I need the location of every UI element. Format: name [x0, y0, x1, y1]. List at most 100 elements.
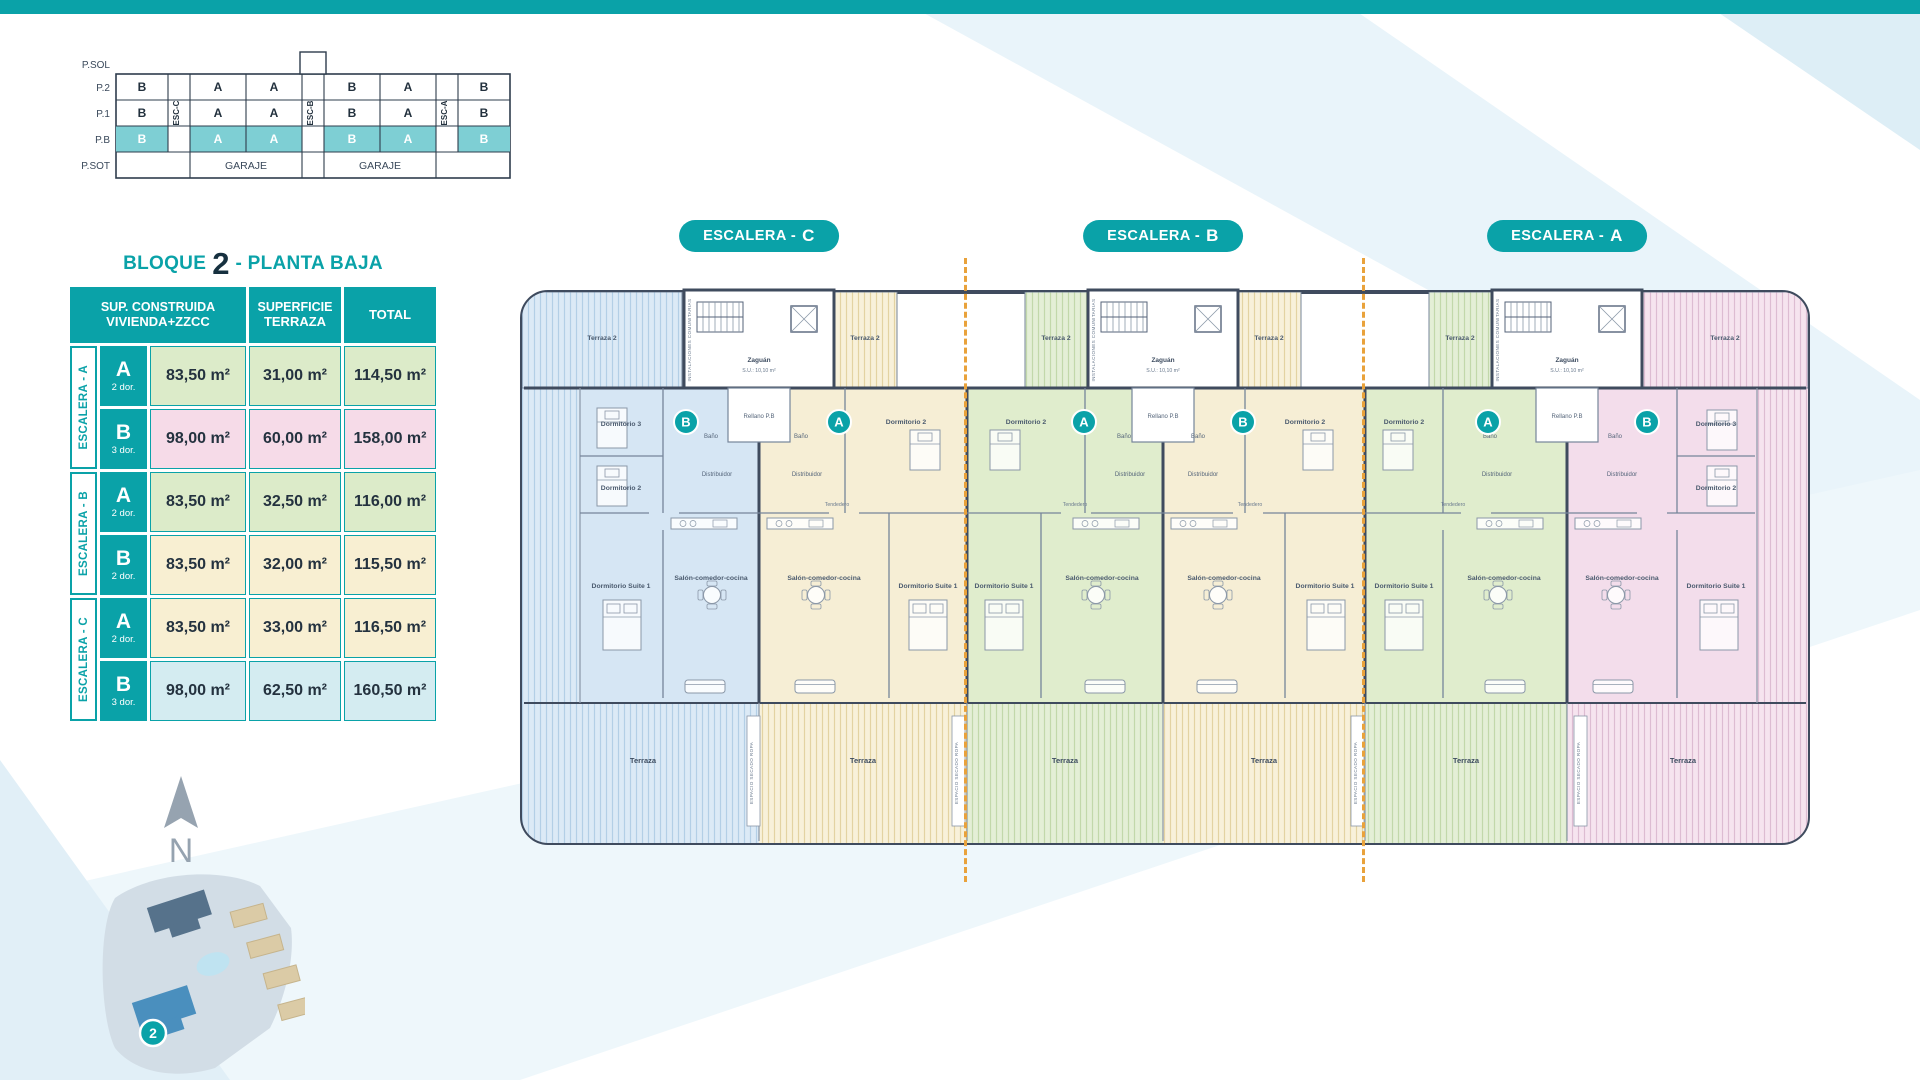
label-espacio-secado: ESPACIO SECADO ROPA: [1353, 741, 1358, 804]
room-label-distribuidor: Distribuidor: [702, 472, 732, 478]
stack-cell-pb: A: [270, 132, 279, 146]
room-label-dormitorio2: Dormitorio 2: [1006, 419, 1047, 426]
room-label-terraza2: Terraza 2: [1445, 335, 1475, 342]
floor-label-p1: P.1: [96, 109, 110, 120]
room-label-bano: Baño: [1608, 434, 1623, 440]
unit-badges: B A A B A: [673, 409, 1660, 435]
room-label-terraza: Terraza: [1251, 756, 1278, 765]
room-label-terraza: Terraza: [1453, 756, 1480, 765]
room-label-salon: Salón-comedor-cocina: [1585, 575, 1658, 582]
drying-strips: ESPACIO SECADO ROPA ESPACIO SECADO ROPA …: [746, 715, 1588, 827]
room-label-suite: Dormitorio Suite 1: [1375, 583, 1434, 590]
stack-esc-a: ESC-A: [440, 100, 449, 125]
terrace-top: [522, 292, 683, 389]
swoosh-band: [1700, 0, 1920, 150]
label-espacio-secado: ESPACIO SECADO ROPA: [954, 741, 959, 804]
terrace-side: [1757, 388, 1808, 703]
badge-c-a: A: [826, 409, 852, 435]
pill-escalera-b: ESCALERA -B: [1083, 220, 1243, 252]
room-label-terraza: Terraza: [630, 756, 657, 765]
svg-text:B: B: [1238, 415, 1247, 430]
room-label-terraza2: Terraza 2: [850, 335, 880, 342]
room-label-dormitorio3: Dormitorio 3: [1696, 421, 1737, 428]
svg-text:A: A: [1079, 415, 1089, 430]
landings: Rellano P.B Rellano P.B Rellano P.B: [727, 387, 1599, 443]
stack-cell-pb: A: [404, 132, 413, 146]
room-label-dormitorio2: Dormitorio 2: [886, 419, 927, 426]
floor-label-psot: P.SOT: [81, 161, 110, 172]
summary-table: BLOQUE 2 - PLANTA BAJA SUP. CONSTRUIDA V…: [70, 248, 436, 721]
stack-cell: A: [404, 80, 413, 94]
north-arrow-icon: [164, 776, 198, 828]
block-2-badge: 2: [138, 1018, 168, 1048]
room-area-zaguan: S.U.: 10,10 m²: [1550, 368, 1584, 374]
group-label-escalera-a: ESCALERA - A: [70, 346, 97, 469]
value-terrace: 62,50 m²: [249, 661, 341, 721]
section-divider: [1362, 258, 1365, 882]
group-label-escalera-c: ESCALERA - C: [70, 598, 97, 721]
stack-esc-b: ESC-B: [306, 100, 315, 125]
section-divider: [964, 258, 967, 882]
floor-label-psol: P.SOL: [82, 60, 111, 71]
terrace-bottom: [522, 703, 759, 843]
stack-cell-pb: B: [138, 132, 147, 146]
room-label-salon: Salón-comedor-cocina: [1467, 575, 1540, 582]
room-label-tendedero: Tendedero: [1441, 502, 1466, 508]
terrace-bottom: [967, 703, 1163, 843]
stack-cell: B: [480, 106, 489, 120]
stack-cell: B: [348, 106, 357, 120]
label-espacio-secado: ESPACIO SECADO ROPA: [1576, 741, 1581, 804]
stack-gridlines: [116, 74, 510, 178]
value-built: 83,50 m²: [150, 472, 246, 532]
top-accent-bar: [0, 0, 1920, 14]
label-espacio-secado: ESPACIO SECADO ROPA: [749, 741, 754, 804]
room-label-rellano: Rellano P.B: [1148, 414, 1179, 420]
room-label-distribuidor: Distribuidor: [1482, 472, 1512, 478]
room-label-bano: Baño: [1483, 434, 1498, 440]
terrace-bottom: [1567, 703, 1808, 843]
room-label-distribuidor: Distribuidor: [1115, 472, 1145, 478]
terrace-top: [833, 292, 898, 389]
unit-cell-a2: A 2 dor.: [100, 346, 147, 406]
badge-b-b: B: [1230, 409, 1256, 435]
room-label-bano: Baño: [794, 434, 809, 440]
room-label-distribuidor: Distribuidor: [792, 472, 822, 478]
value-terrace: 33,00 m²: [249, 598, 341, 658]
stack-diagram: P.SOL P.2 P.1 P.B P.SOT ESC-C ESC-B ESC-…: [64, 44, 534, 201]
stack-cell-pb: B: [348, 132, 357, 146]
terrace-side: [522, 388, 580, 703]
room-label-zaguan: Zaguán: [1151, 357, 1174, 364]
room-label-suite: Dormitorio Suite 1: [1296, 583, 1355, 590]
value-built: 98,00 m²: [150, 661, 246, 721]
svg-text:B: B: [681, 415, 690, 430]
room-label-terraza: Terraza: [850, 756, 877, 765]
floor-label-p2: P.2: [96, 83, 110, 94]
room-label-terraza2: Terraza 2: [1710, 335, 1740, 342]
north-letter: N: [169, 832, 194, 870]
stack-cell: B: [138, 106, 147, 120]
value-total: 114,50 m²: [344, 346, 436, 406]
room-label-terraza: Terraza: [1670, 756, 1697, 765]
unit-cell-a2: A 2 dor.: [100, 472, 147, 532]
unit-cell-b2: B 2 dor.: [100, 535, 147, 595]
room-label-zaguan: Zaguán: [1555, 357, 1578, 364]
room-label-suite: Dormitorio Suite 1: [975, 583, 1034, 590]
value-total: 116,00 m²: [344, 472, 436, 532]
terrace-bottom: [1365, 703, 1567, 843]
value-built: 83,50 m²: [150, 346, 246, 406]
title-prefix: BLOQUE: [123, 252, 207, 274]
terrace-bottom: [1163, 703, 1365, 843]
room-label-dormitorio2: Dormitorio 2: [1384, 419, 1425, 426]
pill-escalera-c: ESCALERA -C: [679, 220, 839, 252]
garage-label: GARAJE: [359, 160, 401, 172]
stack-cell: A: [270, 80, 279, 94]
floor-plan: Zaguán S.U.: 10,10 m² INSTALACIONES COMU…: [485, 248, 1875, 888]
stack-cell: A: [404, 106, 413, 120]
room-label-zaguan: Zaguán: [747, 357, 770, 364]
unit-cell-b3: B 3 dor.: [100, 409, 147, 469]
value-terrace: 32,50 m²: [249, 472, 341, 532]
col-header-total: TOTAL: [344, 287, 436, 343]
stack-pb-highlight: [116, 126, 510, 152]
north-compass: N: [146, 770, 216, 875]
